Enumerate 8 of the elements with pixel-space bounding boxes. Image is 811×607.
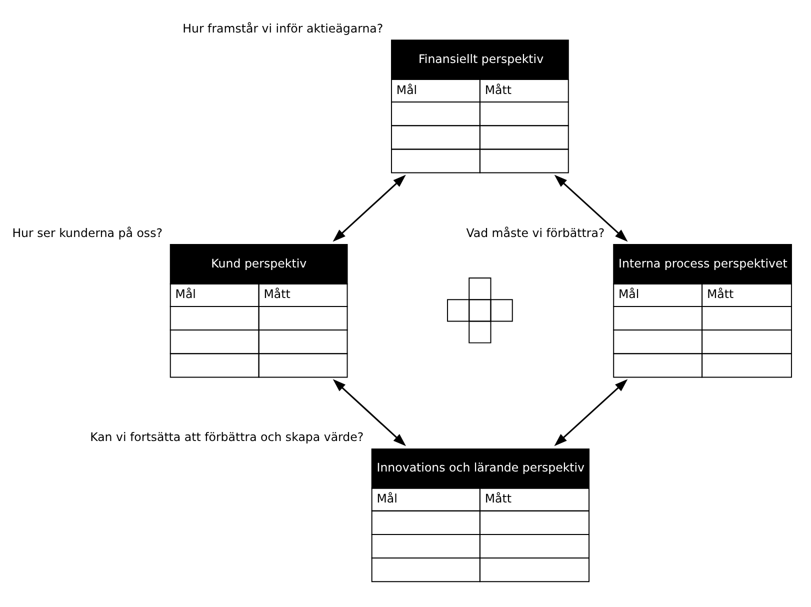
arrow bbox=[554, 174, 628, 242]
node-label: Kan vi fortsätta att förbättra och skapa värde? bbox=[90, 430, 364, 444]
arrow bbox=[332, 378, 406, 446]
node-label: Hur ser kunderna på oss? bbox=[12, 225, 162, 240]
node-label: Vad måste vi förbättra? bbox=[466, 225, 605, 240]
arrow bbox=[332, 174, 406, 242]
node-label: Hur framstår vi inför aktieägarna? bbox=[182, 20, 384, 35]
arrow bbox=[554, 378, 628, 446]
